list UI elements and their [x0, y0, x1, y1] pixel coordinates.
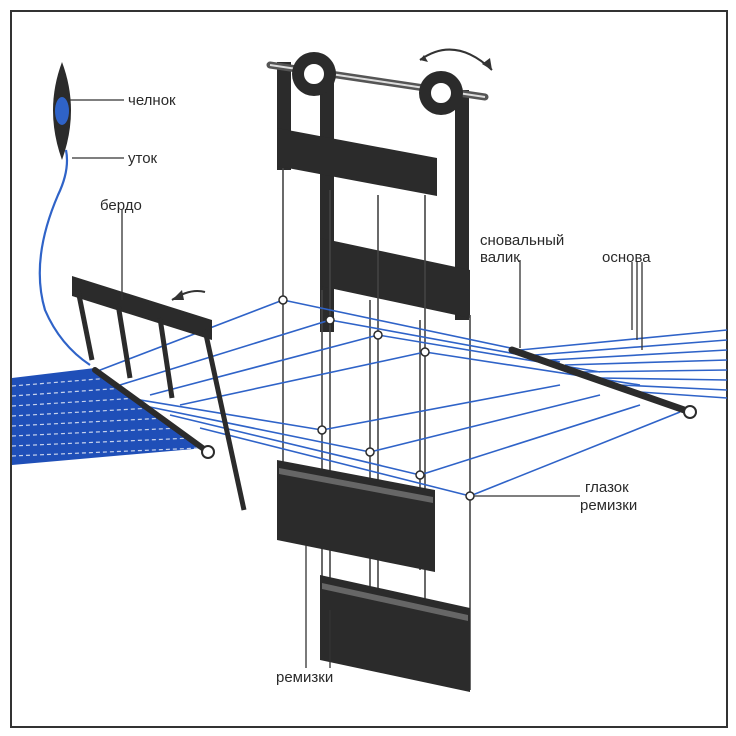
- label-warp-beam-1: сновальный: [480, 232, 564, 249]
- label-warp: основа: [602, 249, 651, 266]
- woven-fabric: [11, 367, 215, 465]
- heddle-eyes: [278, 295, 475, 501]
- shuttle: [53, 62, 71, 160]
- leader-lines: [70, 99, 643, 668]
- weft-thread: [38, 149, 91, 366]
- diagram-border: [10, 10, 728, 728]
- reed: [72, 276, 247, 511]
- label-heddles: ремизки: [276, 669, 333, 686]
- rotation-arrow-icon: [419, 48, 493, 71]
- label-heddle-eye-1: глазок: [585, 479, 629, 496]
- lower-heddle-frame: [277, 460, 470, 692]
- label-reed: бердо: [100, 197, 142, 214]
- label-weft: уток: [128, 150, 158, 167]
- label-heddle-eye-2: ремизки: [580, 497, 637, 514]
- warp-beam: [508, 346, 697, 419]
- label-shuttle: челнок: [128, 92, 176, 109]
- pulley-assembly: [266, 48, 493, 115]
- label-warp-beam-2: валик: [480, 249, 520, 266]
